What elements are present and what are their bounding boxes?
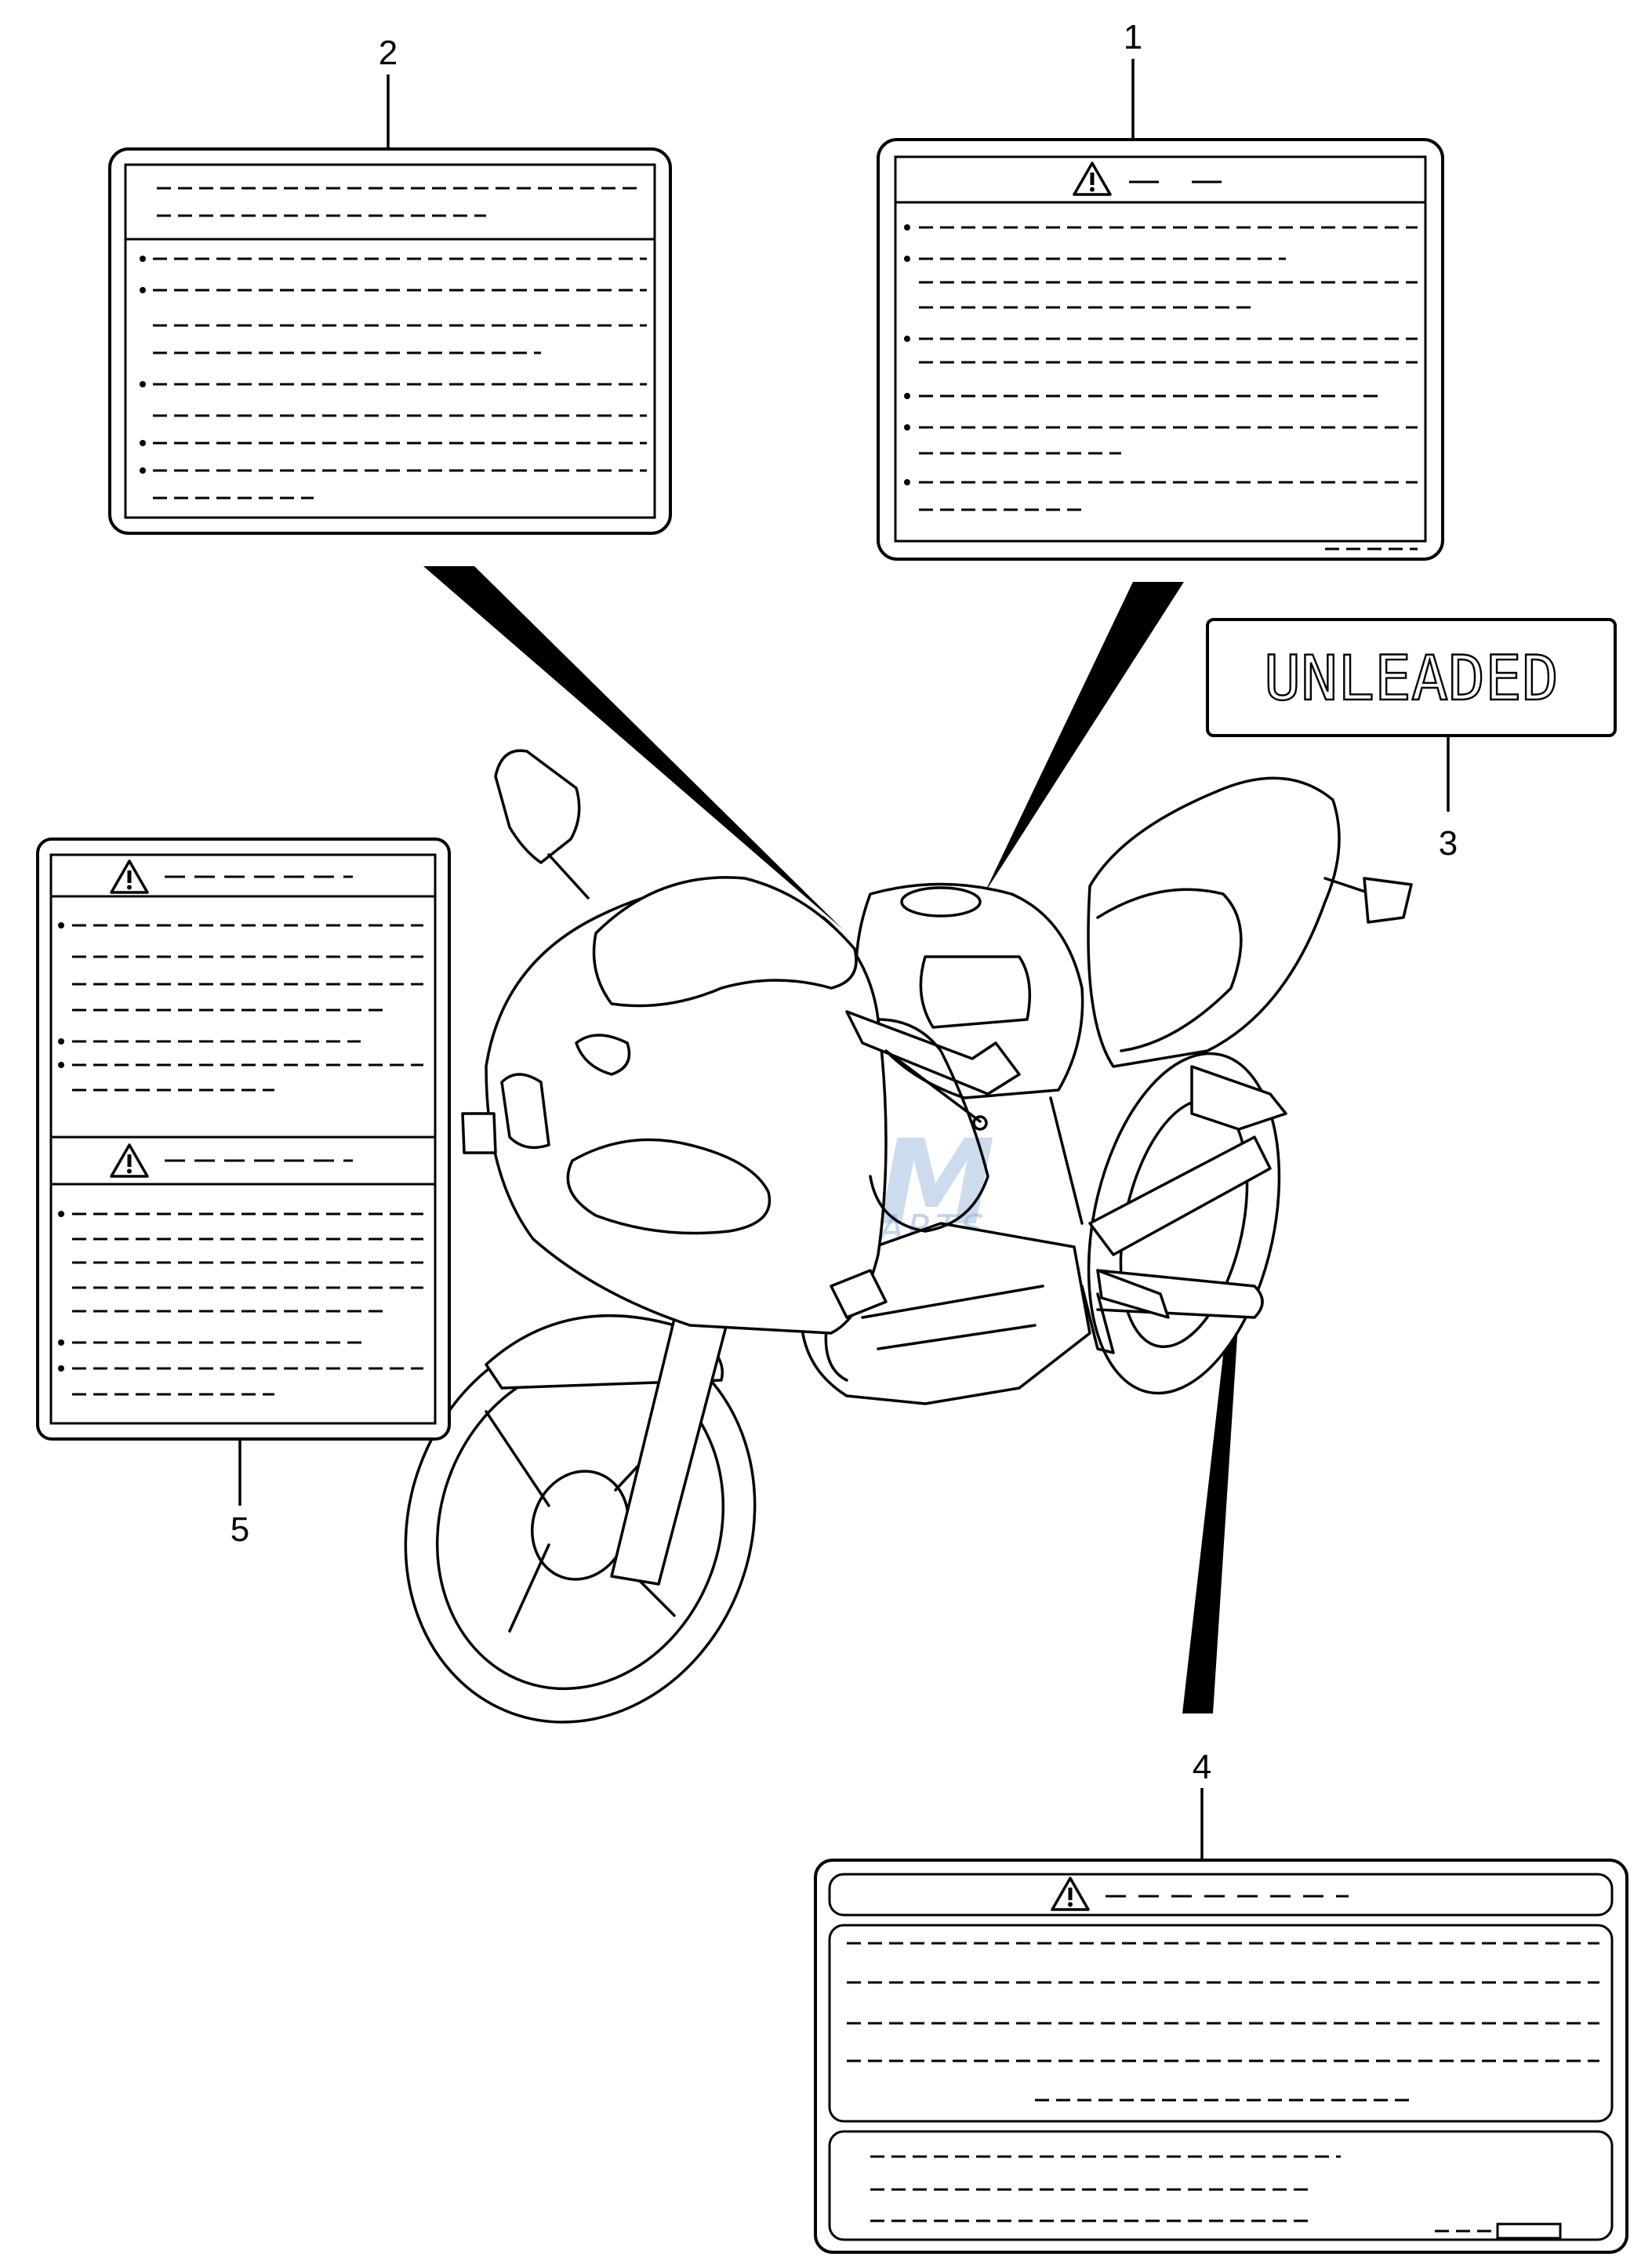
pointer-label-2 — [423, 566, 843, 929]
label-5-decal — [36, 838, 451, 1441]
label-1-decal — [877, 138, 1444, 561]
label-3-unleaded-decal: UNLEADED — [1206, 618, 1617, 737]
label-4-decal — [814, 1859, 1628, 2254]
callout-1: 1 — [1124, 18, 1142, 56]
label-2-decal — [108, 147, 672, 535]
unleaded-text: UNLEADED — [1264, 644, 1559, 714]
callout-3: 3 — [1439, 824, 1458, 863]
callout-4: 4 — [1193, 1748, 1211, 1786]
callout-5: 5 — [231, 1510, 249, 1549]
callout-2: 2 — [379, 34, 398, 72]
pointer-label-1 — [984, 582, 1184, 894]
motorcycle-illustration — [404, 749, 1413, 1724]
